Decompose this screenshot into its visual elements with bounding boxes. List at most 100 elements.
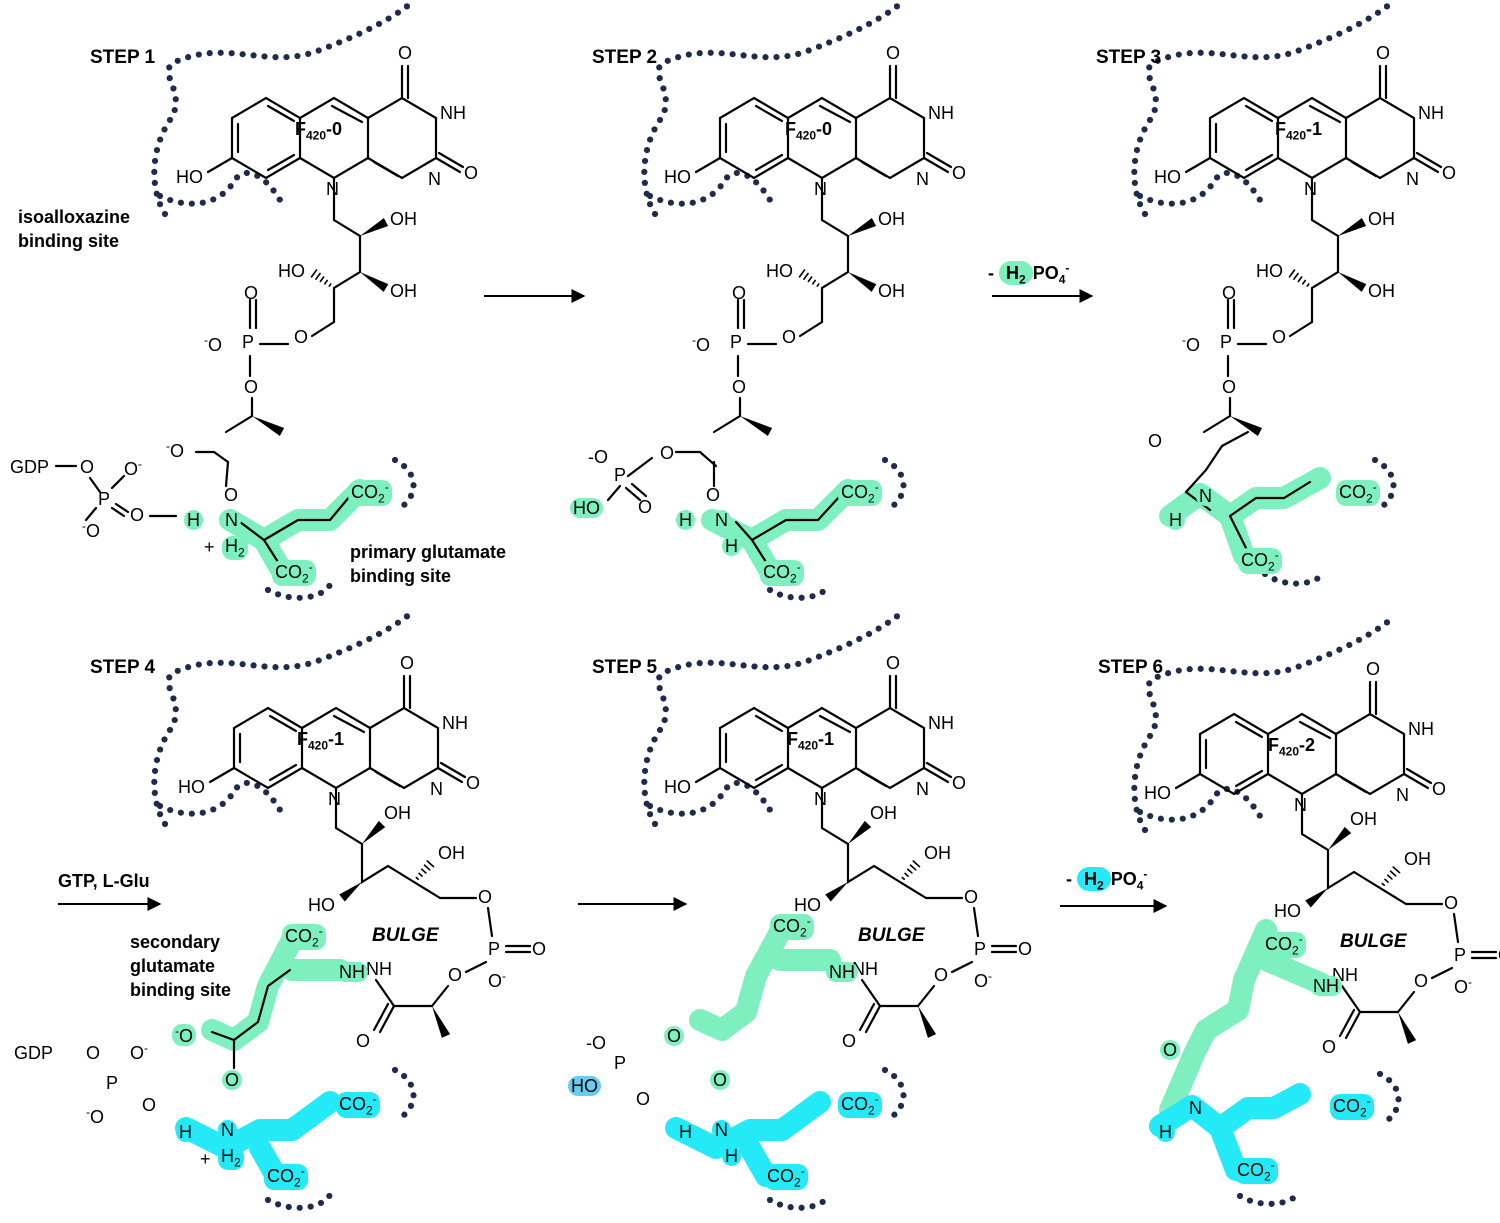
nitrogen-label: N — [1294, 795, 1307, 815]
pocket-dot — [346, 35, 353, 42]
pocket-dot — [641, 789, 648, 796]
pocket-dot — [156, 192, 164, 200]
nh-label: NH — [366, 959, 392, 979]
carboxylate: CO2- — [838, 480, 882, 506]
nitrogen-label: N — [1406, 169, 1419, 189]
pocket-dot — [151, 168, 158, 176]
pocket-dot — [185, 54, 192, 61]
oxygen-label: O — [1272, 327, 1287, 347]
oxygen-label: O — [478, 887, 493, 907]
pocket-dot — [1243, 795, 1250, 802]
pocket-dot — [1133, 147, 1141, 154]
pocket-dot — [661, 106, 668, 114]
pocket-dot — [272, 664, 279, 671]
nitrogen-label: N — [326, 179, 339, 199]
pocket-dot — [751, 53, 758, 60]
nh-label: NH — [928, 713, 954, 733]
pocket-dot — [1390, 482, 1397, 489]
hydroxy-label: OH — [1404, 849, 1431, 869]
nitrogen-label: N — [814, 789, 827, 809]
pocket-dot — [819, 588, 826, 596]
bulge-label: BULGE — [372, 925, 439, 946]
step-label: STEP 1 — [90, 47, 156, 68]
glutamate-chain — [734, 494, 842, 542]
wedge-bond — [362, 820, 386, 844]
bond — [864, 1004, 882, 1034]
oxygen-label: O — [222, 1070, 243, 1090]
hashed-bond — [426, 860, 435, 868]
pocket-dot — [1386, 1077, 1393, 1084]
pocket-dot — [656, 75, 663, 82]
nh-label: NH — [442, 713, 468, 733]
pocket-dot — [317, 1199, 325, 1207]
pocket-dot — [219, 800, 226, 807]
hydrogen-label: H — [722, 1146, 741, 1166]
hydrogen-label: H — [676, 510, 695, 530]
pocket-dot — [305, 660, 312, 667]
nitrogen-label: N — [430, 779, 443, 799]
step-label: STEP 5 — [592, 657, 658, 678]
hydroxy-label: OH — [438, 843, 465, 863]
hashed-bond — [1384, 878, 1389, 883]
pocket-dot — [1133, 763, 1141, 770]
pocket-dot — [167, 196, 174, 204]
pocket-dot — [881, 1066, 889, 1074]
oxygen-label: O — [732, 283, 747, 303]
pocket-dot — [891, 501, 898, 508]
pocket-dot — [1246, 1197, 1254, 1204]
pocket-dot — [651, 736, 658, 743]
oxygen-label: O — [1148, 431, 1163, 451]
hashed-bond — [319, 276, 325, 283]
hashed-bond — [1301, 279, 1307, 285]
pocket-dot — [1371, 456, 1379, 464]
pocket-dot — [1252, 670, 1259, 677]
pocket-dot — [174, 57, 181, 64]
bond — [1338, 1008, 1356, 1038]
pocket-dot — [1175, 51, 1182, 58]
pocket-dot — [784, 662, 791, 670]
pocket-dot — [199, 809, 206, 816]
pocket-dot — [151, 767, 159, 775]
oxygen-label: O — [1322, 1037, 1337, 1057]
pocket-dot — [753, 179, 760, 186]
carboxylate: CO2- — [1336, 480, 1380, 506]
pocket-dot — [1355, 20, 1363, 28]
wedge-bond — [1338, 272, 1367, 292]
oxygen-label: O — [732, 377, 747, 397]
pocket-dot — [685, 661, 692, 668]
pocket-dot — [718, 660, 725, 667]
oxygen-label: O — [464, 163, 479, 183]
pocket-dot — [1165, 670, 1172, 677]
pocket-dot — [815, 43, 823, 50]
hydroxy-label: HO — [568, 1076, 601, 1096]
pocket-dot — [656, 64, 663, 71]
oxygen-label: O — [886, 43, 901, 63]
oxygen-label: O — [244, 283, 259, 303]
pocket-dot — [875, 15, 882, 22]
pocket-dot — [195, 661, 202, 668]
glutamate-highlight — [219, 479, 371, 551]
phosphorus-label: P — [1220, 332, 1233, 352]
hashed-bond — [904, 872, 909, 877]
pocket-dot — [1295, 47, 1302, 54]
pocket-dot — [897, 471, 904, 478]
pocket-dot — [689, 809, 696, 816]
oxygen-label: O — [1366, 659, 1381, 679]
pocket-dot — [651, 820, 659, 828]
nitrogen-label: N — [712, 510, 731, 530]
bond — [378, 1004, 396, 1034]
pocket-dot — [285, 593, 292, 601]
oxygen-anion-label: O- — [974, 969, 993, 991]
pocket-dot — [153, 757, 161, 764]
pocket-dot — [753, 789, 760, 796]
pocket-dot — [647, 136, 654, 143]
oxygen-label: O — [398, 43, 413, 63]
hashed-bond — [423, 864, 431, 871]
pocket-dot — [651, 126, 658, 133]
hydroxy-label: OH — [390, 281, 417, 301]
pocket-dot — [1252, 54, 1259, 61]
pocket-dot — [646, 201, 654, 208]
pocket-dot — [900, 1092, 907, 1099]
pocket-dot — [228, 660, 235, 667]
hashed-bond — [1386, 874, 1393, 880]
